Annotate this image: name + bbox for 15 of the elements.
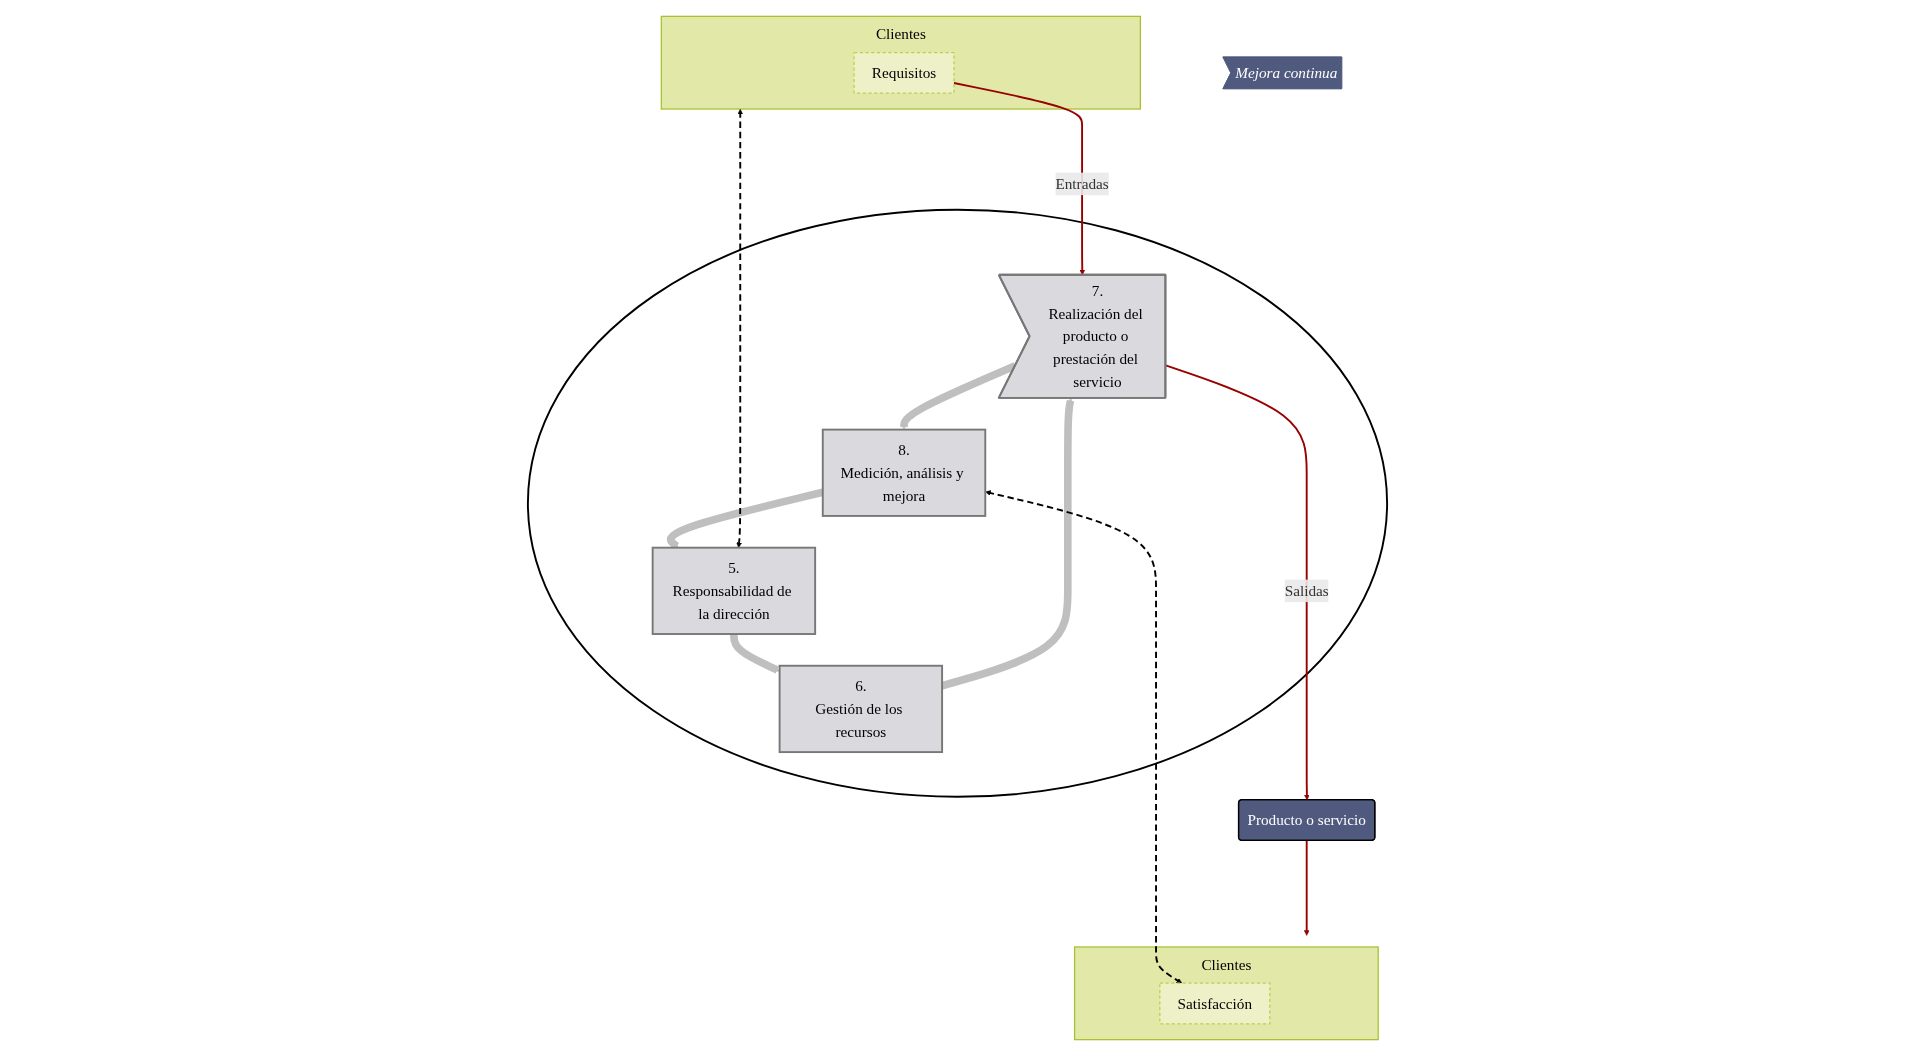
arrow	[900, 362, 1017, 430]
cluster	[526, 208, 1389, 798]
arrow	[1164, 364, 1310, 801]
arrow	[1303, 839, 1310, 936]
arrow	[736, 109, 744, 548]
node-box: Requisitos	[853, 51, 955, 94]
node-box: 5. Responsabilidad de la dirección	[651, 546, 817, 635]
arrow	[985, 490, 1183, 984]
arrow	[730, 632, 780, 674]
node-box: 6. Gestión de los recursos	[778, 664, 944, 754]
node-box: 8. Medición, análisis y mejora	[821, 428, 987, 517]
edge-label: Salidas	[1284, 582, 1329, 600]
node-box: Satisfacción	[1159, 982, 1271, 1025]
edge-label: Entradas	[1055, 175, 1109, 193]
arrow	[941, 397, 1075, 690]
